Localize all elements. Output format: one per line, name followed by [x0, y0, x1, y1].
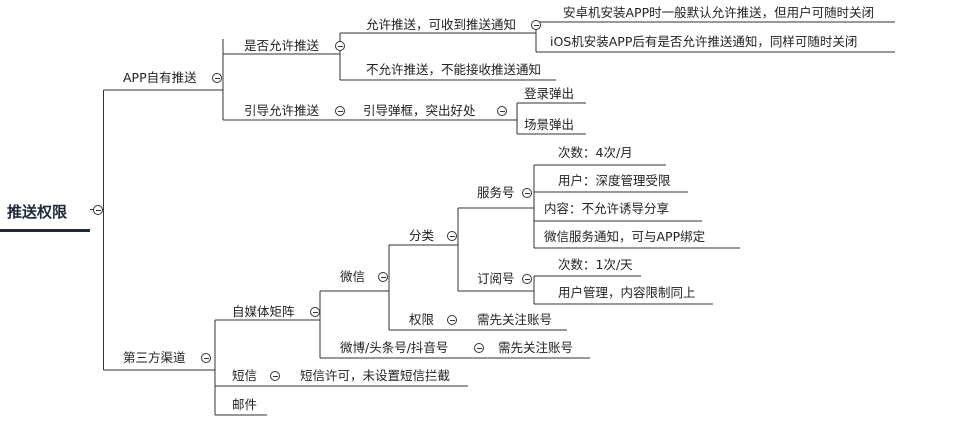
collapse-icon[interactable] [93, 205, 103, 215]
collapse-icon[interactable] [310, 307, 320, 317]
topic-login-popup: 登录弹出 [524, 86, 575, 101]
topic-service-content: 内容：不允许诱导分享 [544, 201, 670, 216]
topic-allow-push: 是否允许推送 [244, 38, 320, 53]
collapse-icon[interactable] [270, 371, 280, 381]
topic-service: 服务号 [477, 185, 515, 200]
topic-subscribe-count: 次数：1次/天 [558, 257, 633, 272]
topic-allow-yes: 允许推送，可收到推送通知 [366, 17, 517, 32]
topic-weibo-follow: 需先关注账号 [498, 340, 574, 355]
collapse-icon[interactable] [522, 274, 532, 284]
topic-scene-popup: 场景弹出 [524, 117, 575, 132]
topic-third-channel: 第三方渠道 [123, 350, 186, 365]
topic-guide-popup: 引导弹框，突出好处 [363, 103, 476, 118]
topic-follow-required: 需先关注账号 [477, 312, 553, 327]
topic-android: 安卓机安装APP时一般默认允许推送，但用户可随时关闭 [563, 5, 875, 20]
topic-guide-push: 引导允许推送 [244, 103, 320, 118]
topic-sms: 短信 [232, 368, 258, 383]
collapse-icon[interactable] [201, 353, 211, 363]
topic-sms-note: 短信许可，未设置短信拦截 [300, 368, 451, 383]
topic-service-notice: 微信服务通知，可与APP绑定 [544, 229, 706, 244]
topic-allow-no: 不允许推送，不能接收推送通知 [366, 62, 542, 77]
collapse-icon[interactable] [531, 20, 541, 30]
topic-app-push: APP自有推送 [123, 70, 197, 85]
root-topic: 推送权限 [7, 203, 68, 221]
topic-weibo: 微博/头条号/抖音号 [340, 340, 449, 355]
collapse-icon[interactable] [378, 272, 388, 282]
topic-subscribe: 订阅号 [477, 271, 515, 286]
collapse-icon[interactable] [335, 106, 345, 116]
collapse-icon[interactable] [474, 343, 484, 353]
topic-permission: 权限 [409, 312, 435, 327]
collapse-icon[interactable] [522, 188, 532, 198]
topic-subscribe-user: 用户管理，内容限制同上 [558, 285, 696, 300]
topic-ios: iOS机安装APP后有是否允许推送通知，同样可随时关闭 [550, 34, 858, 49]
topic-media: 自媒体矩阵 [232, 304, 295, 319]
collapse-icon[interactable] [497, 106, 507, 116]
collapse-icon[interactable] [335, 41, 345, 51]
collapse-icon[interactable] [447, 231, 457, 241]
topic-service-user: 用户：深度管理受限 [558, 173, 671, 188]
topic-mail: 邮件 [232, 397, 258, 412]
topic-category: 分类 [409, 228, 435, 243]
collapse-icon[interactable] [447, 315, 457, 325]
topic-wechat: 微信 [340, 269, 366, 284]
collapse-icon[interactable] [212, 73, 222, 83]
topic-service-count: 次数：4次/月 [558, 145, 633, 160]
